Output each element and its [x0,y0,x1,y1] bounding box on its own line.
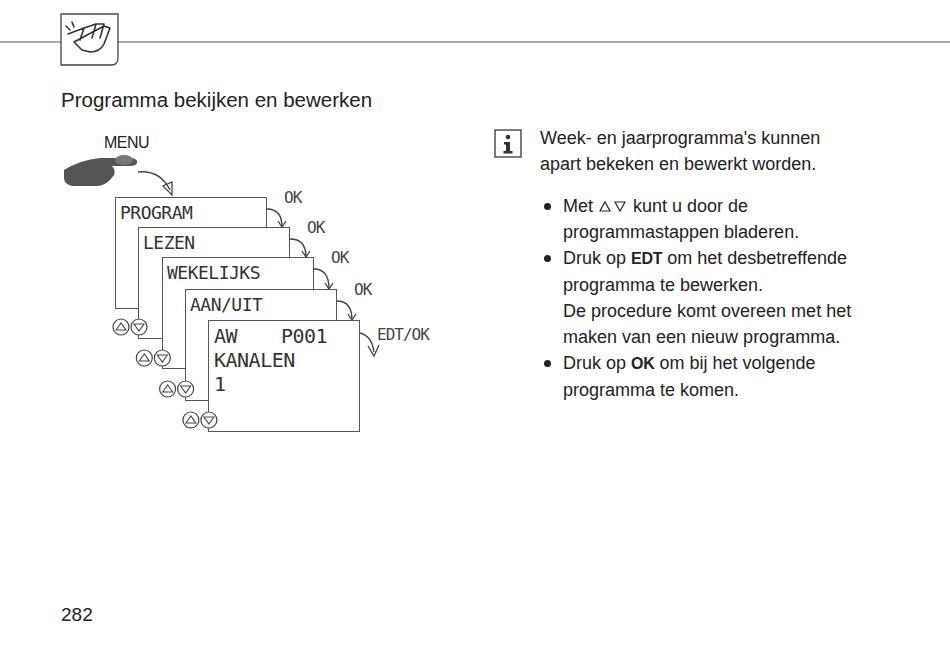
page-title: Programma bekijken en bewerken [61,88,372,112]
page-number: 282 [61,604,93,626]
edge-label: OK [307,218,324,237]
lcd-screen: AW P001KANALEN1 [208,320,360,432]
lcd-text: AW [214,324,237,348]
lcd-text: AAN/UIT [186,290,336,317]
edge-label: OK [331,248,348,267]
lcd-text: WEKELIJKS [163,258,313,285]
note-text: Week- en jaarprogramma's kunnen apart be… [540,125,860,177]
instruction-text: Druk op [563,248,626,268]
edge-label: OK [284,188,301,207]
instruction-text: De procedure komt overeen met het maken … [563,301,851,347]
ok-arrow [314,269,329,289]
lcd-text: PROGRAM [116,198,266,225]
instruction-text: Met [563,196,593,216]
instruction-text: Druk op [563,353,626,373]
instructions: Week- en jaarprogramma's kunnen apart be… [540,125,860,403]
button-label: EDT/OK [377,325,429,344]
bullet-item: Druk op OK om bij het volgende programma… [540,350,860,403]
ok-arrow [267,209,282,227]
button-label: MENU [104,134,149,152]
lcd-text: KANALEN [214,348,295,372]
key-name: OK [631,355,654,372]
lcd-text: LEZEN [139,228,289,255]
lcd-text: 1 [214,372,226,396]
instruction-text: kunt u door de programmastappen bladeren… [563,196,799,242]
key-name: EDT [631,250,662,267]
bullet-item: Druk op EDT om het desbetreffende progra… [540,245,860,350]
ok-arrow [337,301,352,320]
edge-label: OK [354,280,371,299]
lcd-text: P001 [281,324,327,348]
arrow-keys-symbol [598,200,628,212]
ok-arrow [290,239,306,257]
bullet-item: Met kunt u door de programmastappen blad… [540,193,860,245]
